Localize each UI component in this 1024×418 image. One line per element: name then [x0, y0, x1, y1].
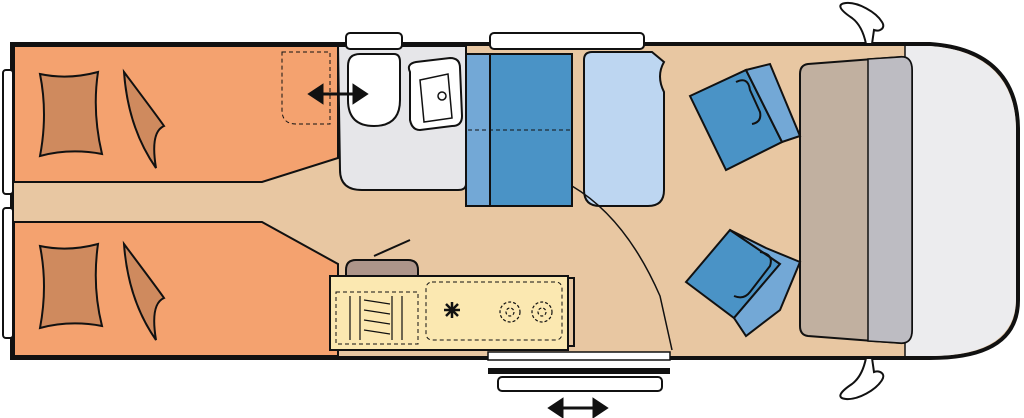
dinette-table	[583, 51, 666, 207]
rear-window-bottom	[2, 207, 14, 339]
cooker-panel	[425, 281, 563, 341]
double-arrow-icon	[547, 397, 609, 418]
fridge-outline	[335, 291, 419, 345]
snowflake-icon	[444, 302, 460, 318]
skylight-dinette	[489, 32, 645, 50]
cab-seat-top	[688, 62, 802, 172]
sink-drain	[437, 91, 447, 101]
dashboard-grey-band	[867, 56, 913, 344]
pillow-top-right	[122, 68, 166, 169]
double-arrow-icon	[307, 83, 369, 105]
entrance-door-opening	[487, 351, 671, 361]
cab-seat-bottom	[684, 228, 802, 338]
toilet-icon	[347, 53, 401, 128]
mirror-top	[839, 1, 885, 45]
aisle-curve-line	[571, 185, 673, 351]
fridge-door-line	[373, 239, 411, 257]
rear-window-top	[2, 69, 14, 195]
pillow-top-left	[38, 70, 104, 158]
fridge-coil	[349, 296, 403, 340]
cab-area	[905, 46, 1016, 356]
entrance-step	[488, 368, 670, 374]
mirror-bottom	[839, 357, 885, 401]
bed-top-dashed-storage	[281, 51, 331, 125]
kitchen-counter-edge	[568, 277, 575, 347]
pillow-bottom-right	[122, 240, 166, 341]
pillow-bottom-left	[38, 242, 104, 330]
burner-icon	[499, 301, 553, 323]
entrance-step-window	[497, 376, 663, 392]
sink-basin	[419, 73, 453, 123]
skylight-bathroom	[345, 32, 403, 50]
